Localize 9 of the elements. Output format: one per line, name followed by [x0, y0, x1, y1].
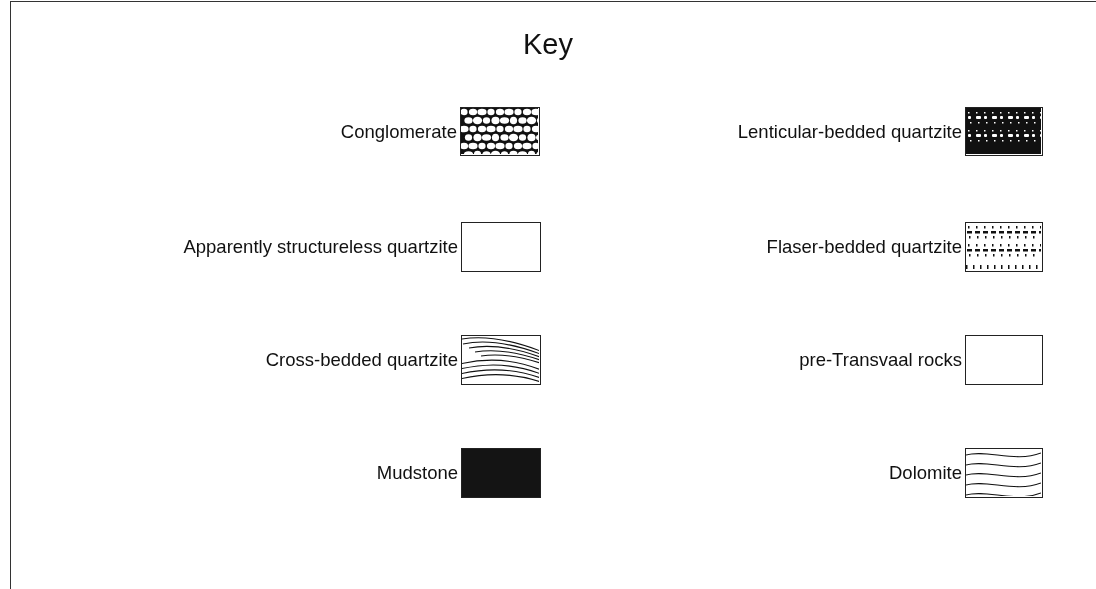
legend-label: Dolomite	[889, 462, 962, 484]
legend-label: pre-Transvaal rocks	[799, 349, 962, 371]
legend-label: Cross-bedded quartzite	[265, 349, 458, 371]
legend-label: Flaser-bedded quartzite	[766, 236, 962, 258]
legend-title: Key	[522, 28, 574, 61]
legend-label: Lenticular-bedded quartzite	[737, 120, 962, 143]
legend-label: Apparently structureless quartzite	[183, 236, 458, 258]
legend-label: Mudstone	[376, 462, 458, 484]
legend-label: Conglomerate	[340, 120, 457, 143]
